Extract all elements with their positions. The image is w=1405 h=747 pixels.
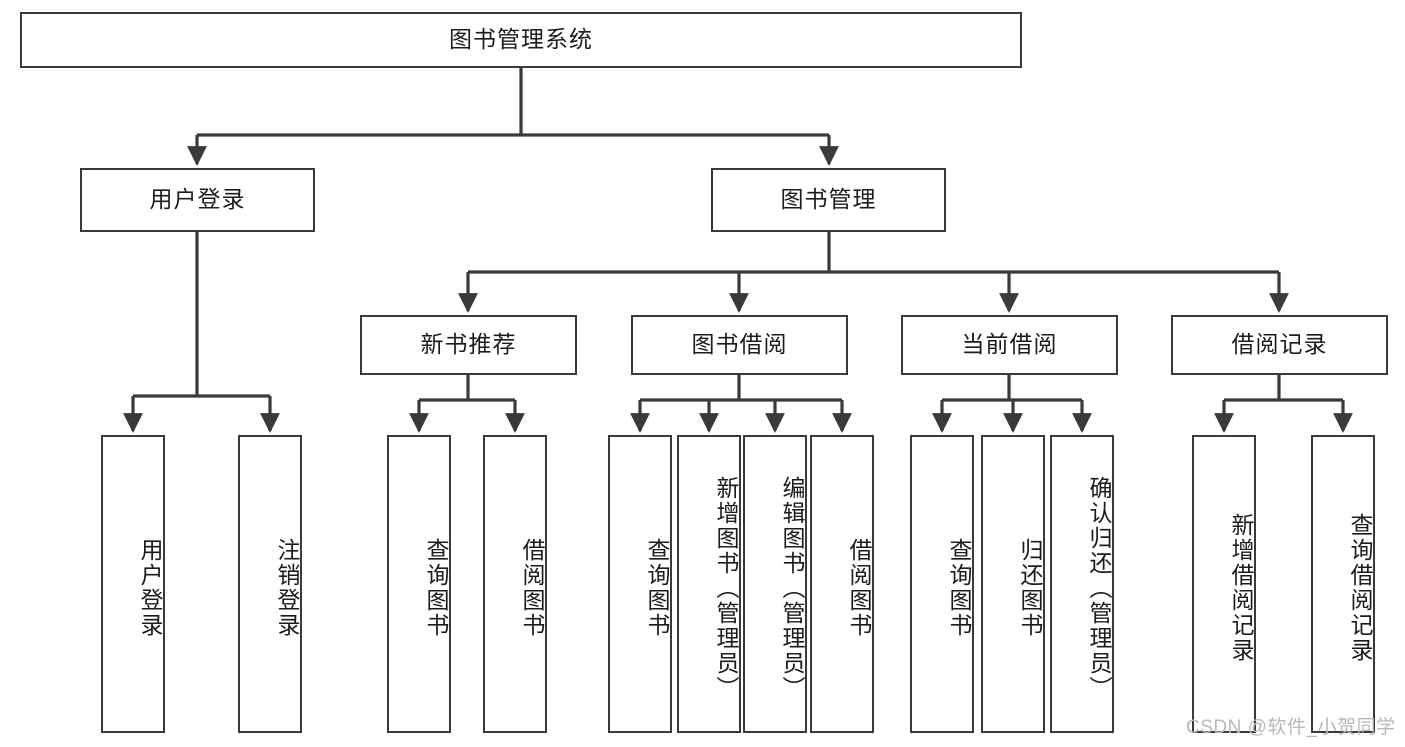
node-leaf-add-borrow-record[interactable]: 新增借阅记录 [1192, 435, 1256, 733]
csdn-watermark: CSDN @软件_小贺同学 [1186, 717, 1396, 738]
node-leaf-borrow-book[interactable]: 借阅图书 [810, 435, 874, 733]
node-leaf-borrow-book-label: 借阅图书 [846, 538, 872, 638]
node-leaf-user-login[interactable]: 用户登录 [101, 435, 165, 733]
node-leaf-query-book-current[interactable]: 查询图书 [910, 435, 974, 733]
node-user-login-label: 用户登录 [149, 186, 246, 213]
node-leaf-query-book-recommend-label: 查询图书 [423, 538, 449, 638]
node-borrow-records-label: 借阅记录 [1231, 331, 1328, 358]
node-leaf-add-book-label: 新增图书（管理员） [713, 475, 739, 701]
node-root[interactable]: 图书管理系统 [20, 12, 1022, 68]
node-new-book-recommend[interactable]: 新书推荐 [360, 315, 577, 375]
node-root-label: 图书管理系统 [449, 26, 593, 53]
node-book-management-label: 图书管理 [780, 186, 877, 213]
node-leaf-user-login-label: 用户登录 [137, 538, 163, 638]
node-leaf-add-book[interactable]: 新增图书（管理员） [677, 435, 741, 733]
node-book-borrow[interactable]: 图书借阅 [631, 315, 848, 375]
node-leaf-query-borrow-record-label: 查询借阅记录 [1347, 513, 1373, 663]
node-book-borrow-label: 图书借阅 [691, 331, 788, 358]
node-leaf-return-book-label: 归还图书 [1017, 538, 1043, 638]
node-leaf-query-book-borrow[interactable]: 查询图书 [608, 435, 672, 733]
node-leaf-confirm-return-label: 确认归还（管理员） [1086, 475, 1112, 701]
node-new-book-recommend-label: 新书推荐 [420, 331, 517, 358]
node-leaf-query-book-recommend[interactable]: 查询图书 [387, 435, 451, 733]
node-leaf-return-book[interactable]: 归还图书 [981, 435, 1045, 733]
node-leaf-edit-book-label: 编辑图书（管理员） [779, 475, 805, 701]
node-leaf-query-book-current-label: 查询图书 [946, 538, 972, 638]
node-leaf-borrow-book-recommend[interactable]: 借阅图书 [483, 435, 547, 733]
node-borrow-records[interactable]: 借阅记录 [1171, 315, 1388, 375]
node-leaf-query-borrow-record[interactable]: 查询借阅记录 [1311, 435, 1375, 733]
node-leaf-user-logout[interactable]: 注销登录 [238, 435, 302, 733]
node-leaf-confirm-return[interactable]: 确认归还（管理员） [1050, 435, 1114, 733]
node-current-borrow[interactable]: 当前借阅 [901, 315, 1118, 375]
node-leaf-query-book-borrow-label: 查询图书 [644, 538, 670, 638]
node-user-login[interactable]: 用户登录 [80, 168, 315, 232]
node-current-borrow-label: 当前借阅 [961, 331, 1058, 358]
node-leaf-borrow-book-recommend-label: 借阅图书 [519, 538, 545, 638]
node-leaf-edit-book[interactable]: 编辑图书（管理员） [743, 435, 807, 733]
node-book-management[interactable]: 图书管理 [711, 168, 946, 232]
node-leaf-user-logout-label: 注销登录 [274, 538, 300, 638]
node-leaf-add-borrow-record-label: 新增借阅记录 [1228, 513, 1254, 663]
